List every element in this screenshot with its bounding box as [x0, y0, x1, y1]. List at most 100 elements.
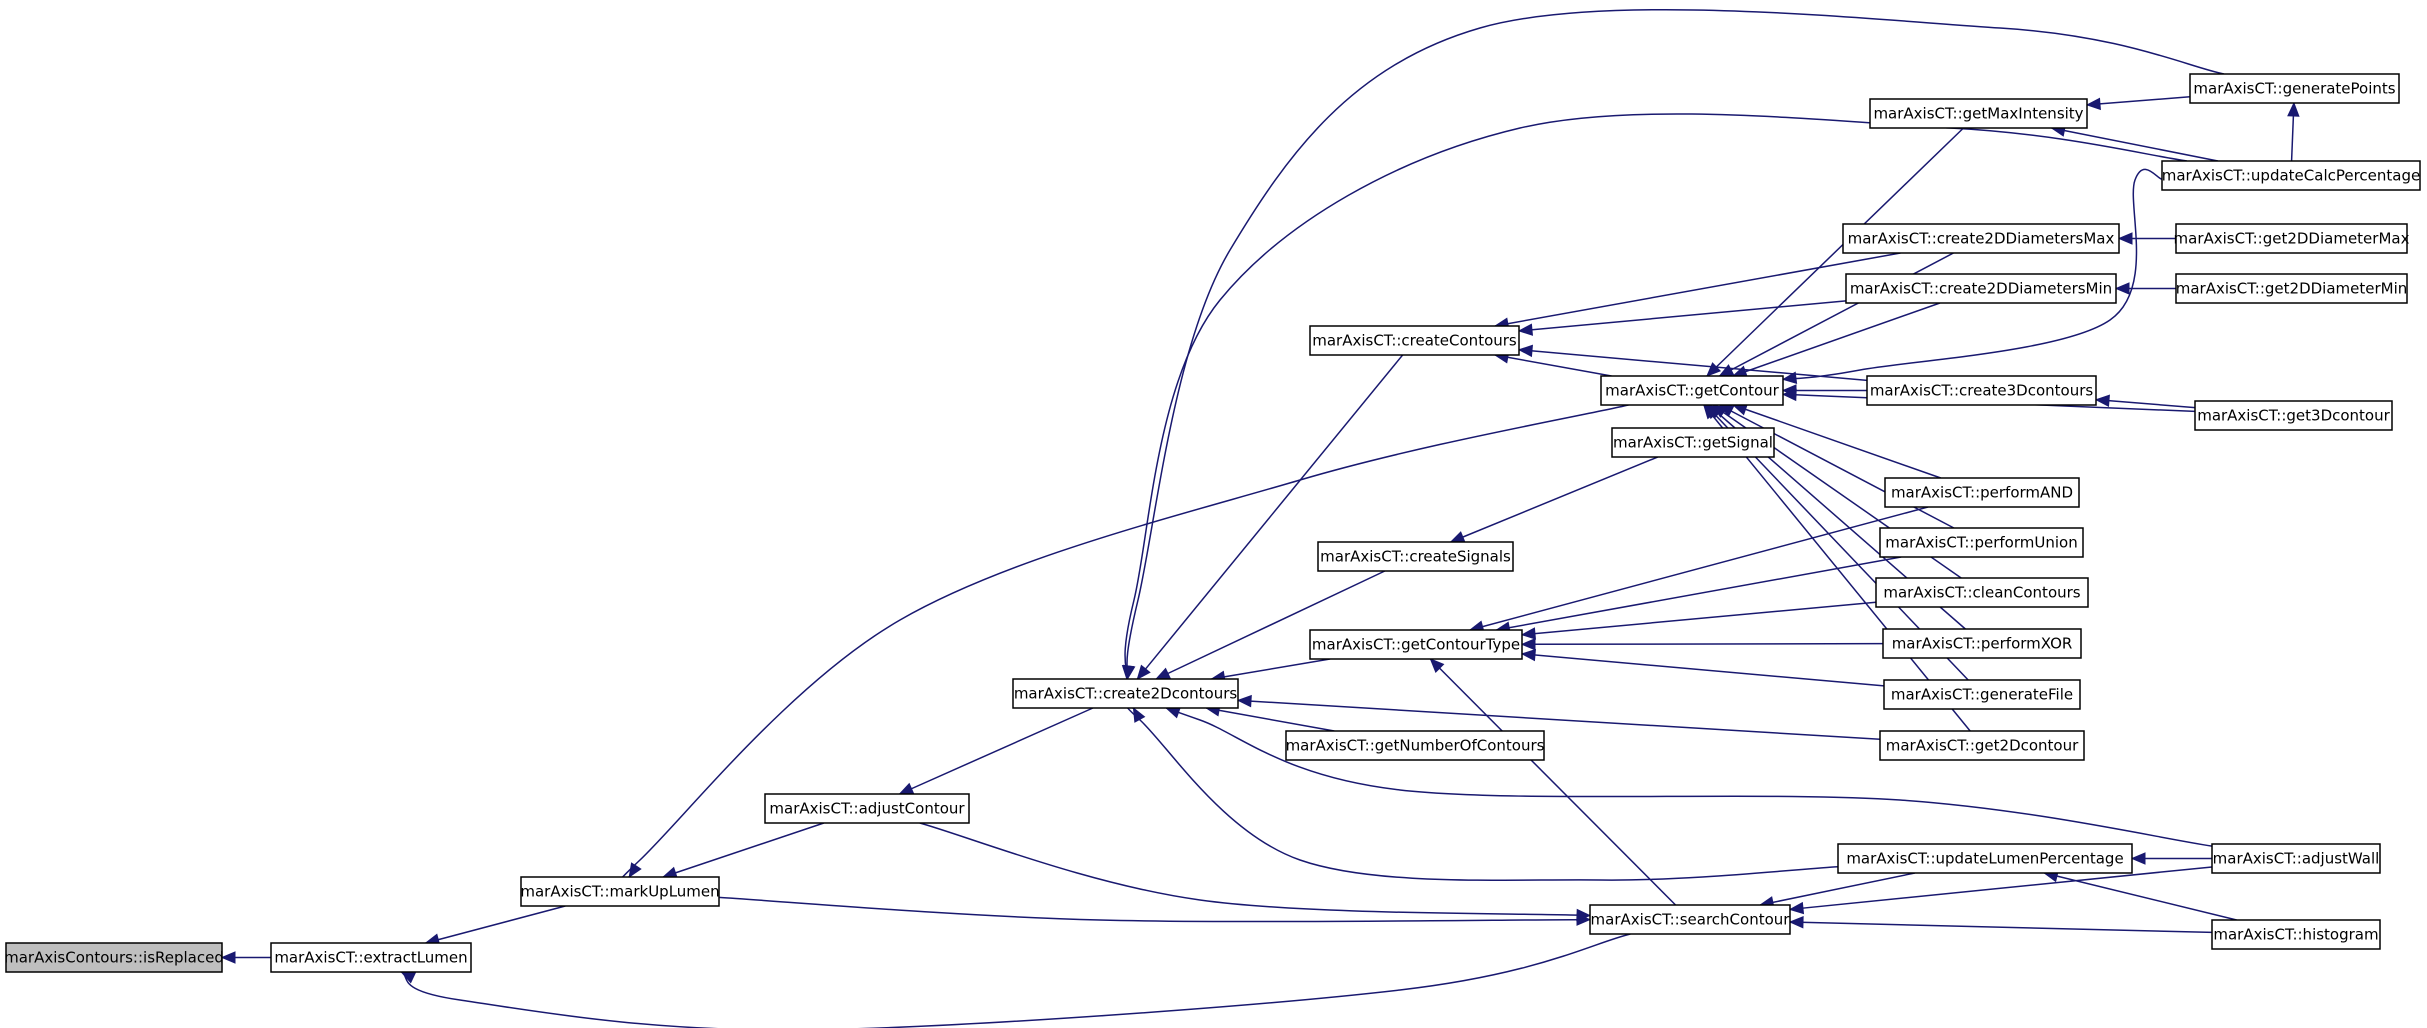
node-label: marAxisCT::adjustWall — [2213, 850, 2380, 868]
arrowhead-icon — [2287, 101, 2300, 117]
node-getMaxIntensity[interactable]: marAxisCT::getMaxIntensity — [1869, 98, 2088, 129]
edge-getContour-to-markUpLumen — [616, 404, 1629, 885]
edge-line — [1494, 252, 1901, 327]
edge-updateCalcPercentage-to-create2Dcontours — [1121, 113, 2188, 681]
node-label: marAxisCT::getMaxIntensity — [1873, 105, 2083, 123]
node-create2DDiametersMin[interactable]: marAxisCT::create2DDiametersMin — [1845, 273, 2117, 304]
node-adjustContour[interactable]: marAxisCT::adjustContour — [764, 793, 970, 824]
edge-updateCalcPercentage-to-getMaxIntensity — [2050, 124, 2219, 162]
edge-line — [1521, 601, 1877, 636]
node-getNumberOfContours[interactable]: marAxisCT::getNumberOfContours — [1285, 730, 1545, 761]
node-histogram[interactable]: marAxisCT::histogram — [2211, 919, 2381, 950]
node-performXOR[interactable]: marAxisCT::performXOR — [1882, 628, 2082, 659]
edge-line — [1124, 113, 2188, 680]
node-box — [1317, 541, 1514, 572]
node-get3Dcontour[interactable]: marAxisCT::get3Dcontour — [2194, 400, 2393, 431]
node-get2Dcontour[interactable]: marAxisCT::get2Dcontour — [1879, 730, 2085, 761]
node-updateCalcPercentage[interactable]: marAxisCT::updateCalcPercentage — [2161, 160, 2421, 191]
node-create2Dcontours[interactable]: marAxisCT::create2Dcontours — [1012, 678, 1239, 709]
node-label: marAxisCT::create2DDiametersMin — [1850, 280, 2112, 298]
node-updateLumenPercentage[interactable]: marAxisCT::updateLumenPercentage — [1837, 843, 2133, 874]
node-create3Dcontours[interactable]: marAxisCT::create3Dcontours — [1866, 375, 2097, 406]
arrowhead-icon — [220, 951, 236, 964]
edge-create2DDiametersMax-to-getContour — [1718, 252, 1954, 377]
arrowhead-icon — [1520, 627, 1537, 640]
edge-line — [1469, 506, 1929, 631]
edge-extractLumen-to-isReplaced — [220, 951, 271, 964]
edge-getMaxIntensity-to-getContour — [1706, 127, 1965, 377]
edge-line — [1429, 658, 1677, 906]
node-box — [1869, 98, 2088, 129]
arrowhead-icon — [1449, 531, 1466, 543]
edge-line — [1206, 707, 1335, 732]
node-box — [1842, 223, 2120, 254]
arrowhead-icon — [2085, 97, 2101, 111]
node-box — [1866, 375, 2097, 406]
node-create2DDiametersMax[interactable]: marAxisCT::create2DDiametersMax — [1842, 223, 2120, 254]
arrowhead-icon — [1788, 901, 1805, 915]
edge-line — [1126, 9, 2225, 680]
node-label: marAxisCT::createSignals — [1320, 548, 1511, 566]
node-label: marAxisCT::generatePoints — [2193, 80, 2395, 98]
node-adjustWall[interactable]: marAxisCT::adjustWall — [2211, 843, 2381, 874]
edges-layer — [220, 9, 2300, 1028]
edge-searchContour-to-getContourType — [1429, 658, 1677, 906]
arrowhead-icon — [1576, 908, 1592, 922]
edge-adjustWall-to-updateLumenPercentage — [2130, 852, 2212, 865]
arrowhead-icon — [2094, 394, 2110, 407]
edge-generateFile-to-getContourType — [1520, 648, 1885, 687]
edge-cleanContours-to-getContourType — [1520, 601, 1877, 640]
edge-line — [1136, 354, 1404, 680]
node-box — [2211, 919, 2381, 950]
edge-performAND-to-getContourType — [1468, 506, 1929, 633]
arrowhead-icon — [2117, 232, 2133, 245]
node-label: marAxisCT::generateFile — [1891, 686, 2073, 704]
node-label: marAxisCT::get3Dcontour — [2197, 407, 2390, 425]
node-get2DDiameterMin[interactable]: marAxisCT::get2DDiameterMin — [2175, 273, 2408, 304]
node-createContours[interactable]: marAxisCT::createContours — [1309, 325, 1520, 356]
edge-getNumberOfContours-to-create2Dcontours — [1204, 704, 1335, 732]
edge-line — [400, 933, 1631, 1028]
node-createSignals[interactable]: marAxisCT::createSignals — [1317, 541, 1514, 572]
node-label: marAxisCT::performAND — [1891, 484, 2073, 502]
edge-get2DDiameterMin-to-create2DDiametersMin — [2114, 282, 2176, 295]
edge-line — [899, 707, 1094, 795]
edge-line — [1518, 348, 1868, 382]
node-label: marAxisContours::isReplaced — [4, 949, 224, 967]
node-box — [1879, 527, 2084, 558]
node-getContourType[interactable]: marAxisCT::getContourType — [1309, 629, 1523, 660]
edge-line — [1719, 252, 1954, 377]
node-getContour[interactable]: marAxisCT::getContour — [1600, 375, 1784, 406]
edge-adjustContour-to-searchContour — [919, 822, 1592, 922]
node-label: marAxisCT::extractLumen — [274, 949, 467, 967]
node-label: marAxisCT::getNumberOfContours — [1286, 737, 1545, 755]
node-performUnion[interactable]: marAxisCT::performUnion — [1879, 527, 2084, 558]
node-searchContour[interactable]: marAxisCT::searchContour — [1589, 904, 1791, 935]
edge-line — [662, 822, 825, 878]
node-performAND[interactable]: marAxisCT::performAND — [1884, 477, 2080, 508]
node-label: marAxisCT::create3Dcontours — [1870, 382, 2094, 400]
node-getSignal[interactable]: marAxisCT::getSignal — [1611, 427, 1775, 458]
edge-line — [1782, 168, 2163, 381]
node-cleanContours[interactable]: marAxisCT::cleanContours — [1875, 577, 2089, 608]
edge-line — [1155, 570, 1386, 680]
node-extractLumen[interactable]: marAxisCT::extractLumen — [270, 942, 472, 973]
edge-line — [1521, 653, 1885, 687]
edge-line — [1521, 642, 1884, 646]
node-box — [2189, 73, 2400, 104]
node-box — [1600, 375, 1784, 406]
arrowhead-icon — [1236, 694, 1252, 708]
edge-line — [1125, 704, 1839, 881]
node-get2DDiameterMax[interactable]: marAxisCT::get2DDiameterMax — [2174, 223, 2410, 254]
node-generateFile[interactable]: marAxisCT::generateFile — [1883, 679, 2081, 710]
node-box — [1845, 273, 2117, 304]
node-generatePoints[interactable]: marAxisCT::generatePoints — [2189, 73, 2400, 104]
arrowhead-icon — [1517, 323, 1534, 336]
edge-line — [1518, 300, 1847, 332]
node-markUpLumen[interactable]: marAxisCT::markUpLumen — [520, 876, 720, 907]
edge-line — [2051, 127, 2219, 162]
edge-get2DDiameterMax-to-create2DDiametersMax — [2117, 232, 2176, 245]
node-box — [1309, 629, 1523, 660]
edge-create3Dcontours-to-createContours — [1517, 344, 1868, 382]
